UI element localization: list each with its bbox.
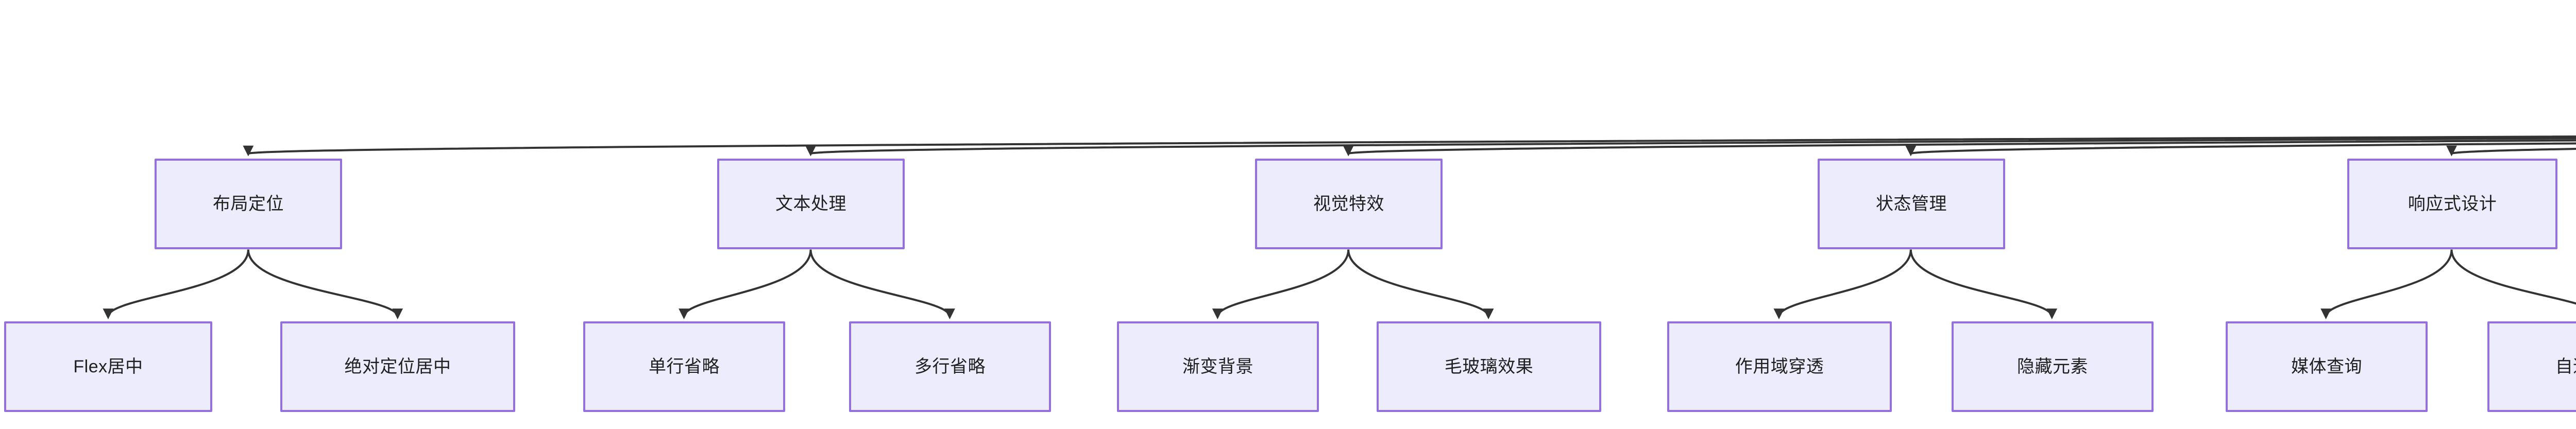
node-leaf-2-2[interactable]: 多行省略 (849, 321, 1051, 412)
node-label: 毛玻璃效果 (1444, 357, 1534, 376)
edge-branch-5-to-leaf-2 (2452, 250, 2576, 317)
node-leaf-1-1[interactable]: Flex居中 (4, 321, 212, 412)
node-leaf-3-2[interactable]: 毛玻璃效果 (1377, 321, 1601, 412)
node-label: 自适应图片 (2555, 357, 2576, 376)
node-label: 视觉特效 (1313, 194, 1384, 214)
node-label: 渐变背景 (1182, 357, 1253, 376)
node-label: 文本处理 (775, 194, 846, 214)
edge-root-to-branch-3 (1337, 116, 2576, 164)
edge-branch-3-to-leaf-2 (1348, 250, 1510, 328)
node-branch-5[interactable]: 响应式设计 (2347, 159, 2557, 249)
node-label: 状态管理 (1876, 194, 1947, 214)
node-label: 隐藏元素 (2017, 357, 2088, 376)
edge-root-to-branch-5 (2438, 117, 2576, 164)
node-label: 绝对定位居中 (344, 357, 451, 376)
edge-branch-5-to-leaf-1 (2304, 250, 2452, 328)
edge-branch-2-to-leaf-1 (663, 250, 811, 328)
node-label: 单行省略 (649, 357, 720, 376)
node-branch-2[interactable]: 文本处理 (717, 159, 905, 249)
node-branch-4[interactable]: 状态管理 (1818, 159, 2005, 249)
node-leaf-4-2[interactable]: 隐藏元素 (1952, 321, 2154, 412)
node-label: Flex居中 (73, 357, 143, 376)
edge-root-to-branch-2 (801, 116, 2576, 164)
node-label: 多行省略 (914, 357, 986, 376)
edge-branch-1-to-leaf-2 (248, 250, 419, 328)
edge-branch-1-to-leaf-1 (87, 250, 248, 328)
node-leaf-5-2[interactable]: 自适应图片 (2487, 321, 2576, 412)
node-label: 媒体查询 (2291, 357, 2362, 376)
node-label: 作用域穿透 (1735, 357, 1824, 376)
node-leaf-4-1[interactable]: 作用域穿透 (1667, 321, 1892, 412)
node-branch-1[interactable]: 布局定位 (155, 159, 342, 249)
edge-branch-3-to-leaf-1 (1196, 250, 1348, 328)
node-leaf-3-1[interactable]: 渐变背景 (1117, 321, 1319, 412)
edge-root-to-branch-4 (1899, 116, 2576, 164)
edge-branch-4-to-leaf-2 (1911, 250, 2073, 328)
edge-branch-2-to-leaf-2 (811, 250, 971, 328)
node-label: 布局定位 (213, 194, 284, 214)
edge-root-to-branch-1 (240, 116, 2576, 164)
edge-branch-4-to-leaf-1 (1757, 250, 1911, 328)
node-branch-3[interactable]: 视觉特效 (1255, 159, 1443, 249)
node-leaf-2-1[interactable]: 单行省略 (583, 321, 785, 412)
node-label: 响应式设计 (2408, 194, 2497, 214)
node-leaf-1-2[interactable]: 绝对定位居中 (280, 321, 515, 412)
node-leaf-5-1[interactable]: 媒体查询 (2226, 321, 2428, 412)
